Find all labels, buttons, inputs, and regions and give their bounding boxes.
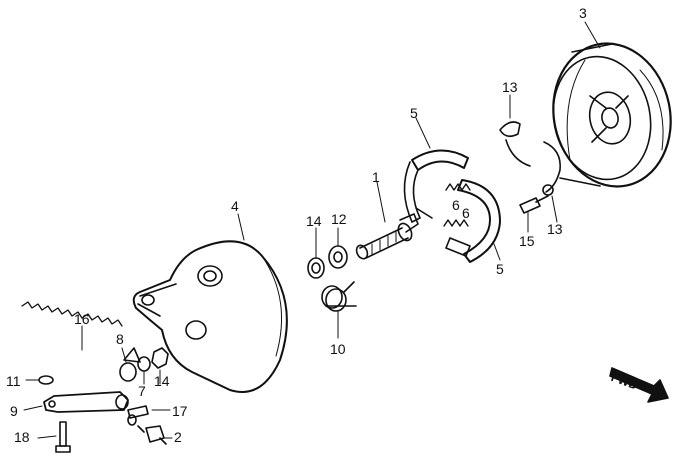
callout-3: 3 [579, 5, 587, 21]
callout-7: 7 [138, 383, 146, 399]
wear-indicator-plate [119, 347, 141, 382]
brake-drum [552, 42, 672, 188]
callout-9: 9 [10, 403, 18, 419]
callout-11: 11 [6, 373, 21, 389]
retaining-clip-lower [542, 141, 561, 196]
adjusting-nut [137, 425, 167, 445]
joint-pin [127, 405, 149, 426]
washer-7 [137, 356, 151, 372]
bolt-15 [519, 195, 549, 214]
callout-12: 12 [331, 211, 347, 227]
callout-14: 14 [306, 213, 322, 229]
return-spring [321, 281, 357, 312]
brake-arm [43, 391, 129, 413]
retaining-clip-upper [499, 121, 531, 167]
callout-4: 4 [231, 198, 239, 214]
callout-10: 10 [330, 341, 346, 357]
oil-seal [307, 257, 325, 279]
washer-12 [328, 245, 348, 269]
callout-5: 5 [410, 105, 418, 121]
callout-18: 18 [14, 429, 30, 445]
callout-6: 6 [462, 205, 470, 221]
leader-lines [23, 21, 601, 439]
callout-13: 13 [547, 221, 563, 237]
callout-8: 8 [116, 331, 124, 347]
washer-11 [38, 375, 54, 385]
callout-1: 1 [372, 169, 380, 185]
nut-14 [151, 347, 169, 369]
callout-2: 2 [174, 429, 182, 445]
callout-13: 13 [502, 79, 518, 95]
callout-6: 6 [452, 197, 460, 213]
callout-5: 5 [496, 261, 504, 277]
brake-cam-shaft [355, 213, 419, 260]
callout-17: 17 [172, 403, 188, 419]
bolt-18 [55, 421, 71, 453]
callout-14: 14 [154, 373, 170, 389]
brake-rod-spring [21, 301, 123, 327]
brake-shoe-lower [445, 179, 501, 263]
shoe-springs [443, 183, 471, 227]
callout-15: 15 [519, 233, 535, 249]
brake-panel [132, 240, 288, 393]
forward-arrow-icon [609, 367, 669, 403]
callout-16: 16 [74, 311, 90, 327]
